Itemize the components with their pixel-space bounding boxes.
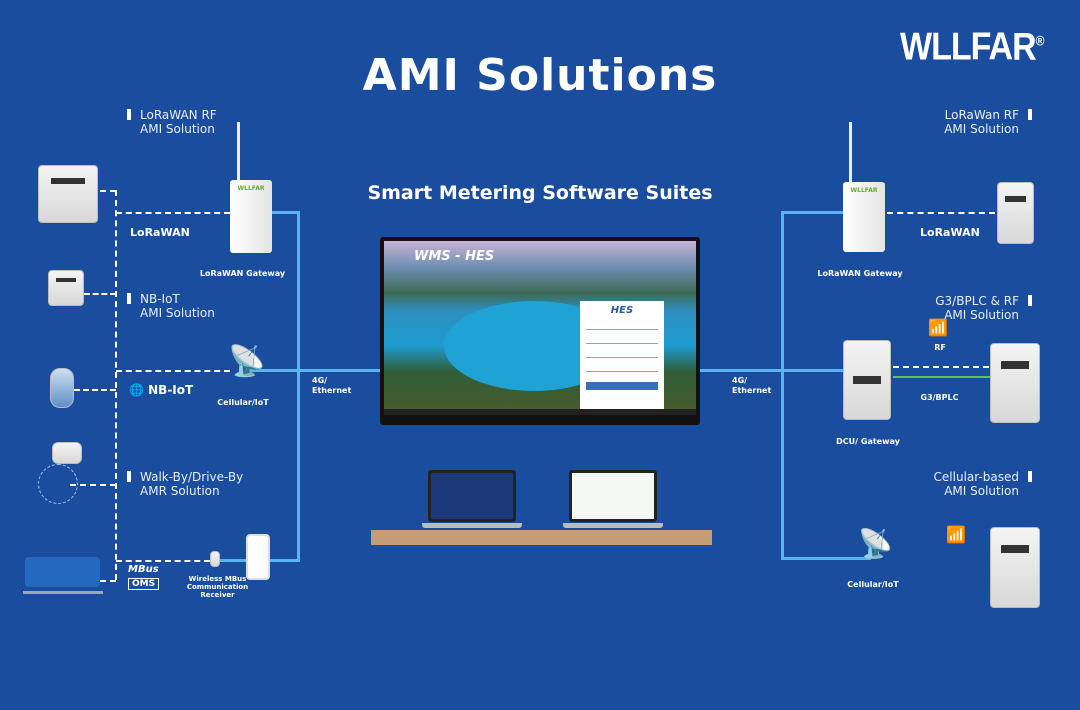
water-meter-image [48,270,84,306]
laptop-dashboard [422,470,522,528]
receiver-label: Wireless MBus Communication Receiver [186,575,249,599]
login-title: HES [610,305,634,316]
dcu-label: DCU/ Gateway [836,437,900,446]
backhaul-line [250,369,380,372]
dashed-link [887,212,995,214]
dashed-link [70,484,116,486]
laptop-table [563,470,663,528]
bulk-water-meter-image [25,557,100,587]
brand-logo: WLLFAR® [900,25,1044,69]
backhaul-line [700,369,843,372]
tower-label: Cellular/IoT [847,580,899,589]
backhaul-line [781,211,843,214]
hes-screen: WMS - HES HES [384,241,696,415]
gas-meter-image [38,165,98,223]
screen-title: WMS - HES [414,249,495,264]
gateway-antenna [849,122,852,184]
mbus-logo: MBus [128,564,159,575]
login-button[interactable] [586,382,658,390]
electricity-meter-image [990,527,1040,608]
wifi-icon: 📶 [946,525,966,544]
electricity-meter-image [990,343,1040,423]
walkby-radio-waves [38,464,78,504]
dashed-link [893,366,989,368]
electricity-meter-image [997,182,1034,244]
plc-line [893,376,990,378]
wifi-icon: 📶 [928,318,948,337]
username-field[interactable] [586,321,658,330]
dashed-link [84,293,116,295]
receiver-image [210,551,220,567]
oms-logo: OMS [128,578,160,590]
dashed-link [116,370,230,372]
lorawan-gateway-image: WLLFAR [843,182,885,252]
nbiot-logo: 🌐 NB-IoT [129,383,194,397]
password-field[interactable] [586,335,658,344]
backhaul-line [297,211,300,562]
walkby-meter-image [52,442,82,464]
gateway-label: LoRaWAN Gateway [199,269,286,278]
subtitle: Smart Metering Software Suites [367,182,713,204]
dashed-link [100,190,116,192]
lorawan-logo: LoRaWAN [130,226,190,239]
link-label-right: 4G/Ethernet [732,376,772,395]
dashed-link [100,580,116,582]
login-panel[interactable]: HES [580,301,664,413]
backhaul-line [781,211,784,560]
phone-image [246,534,270,580]
language-field[interactable] [586,363,658,372]
dashed-link [116,560,210,562]
link-label-left: 4G/Ethernet [312,376,352,395]
dashed-bus-left [115,190,117,580]
project-field[interactable] [586,349,658,358]
dashed-link [116,212,230,214]
dcu-image [843,340,891,420]
backhaul-line [272,211,300,214]
lorawan-logo: LoRaWAN [920,226,980,239]
tower-label: Cellular/IoT [217,398,269,407]
page-title: AMI Solutions [362,50,718,101]
desk [371,530,712,545]
cell-tower-icon: 📡 [228,344,266,379]
plc-label: G3/BPLC [920,393,959,402]
dashed-link [74,389,116,391]
backhaul-line [781,557,871,560]
lorawan-gateway-image: WLLFAR [230,180,272,253]
water-meter-image [50,368,74,408]
taskbar [384,409,696,415]
rf-label: RF [934,343,946,352]
cell-tower-icon: 📡 [858,527,893,560]
gateway-label: LoRaWAN Gateway [817,269,903,278]
meter-base-line [23,591,103,594]
hes-monitor: WMS - HES HES [380,237,700,425]
gateway-antenna [237,122,240,182]
